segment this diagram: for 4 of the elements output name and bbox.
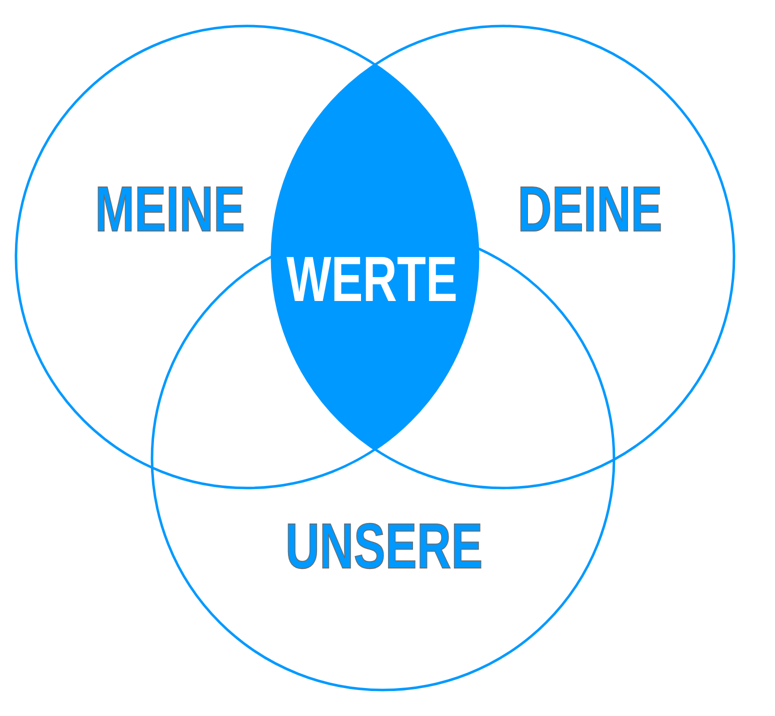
set-label: DEINE xyxy=(518,177,662,241)
intersection-label: WERTE xyxy=(286,247,458,311)
set-label: UNSERE xyxy=(285,514,483,578)
set-label: MEINE xyxy=(95,177,245,241)
